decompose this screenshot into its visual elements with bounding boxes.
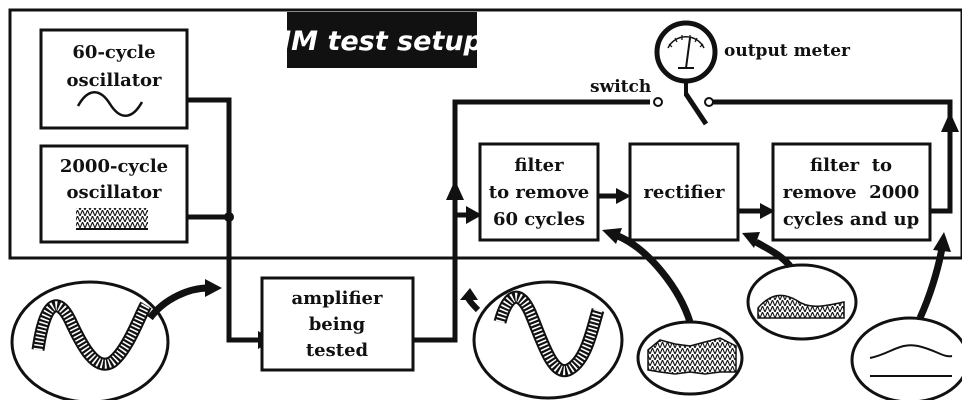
filter-2000-label-line2: remove 2000 xyxy=(783,182,920,203)
arrow-up-filter-2000-output xyxy=(941,112,959,132)
diagram-title: IM test setup xyxy=(281,26,483,57)
arrow-into-filter-2000 xyxy=(760,203,775,219)
title-banner: IM test setup xyxy=(281,12,483,68)
oscillator-2000-label-line1: 2000-cycle xyxy=(60,156,168,177)
filter-60-label-line1: filter xyxy=(514,155,564,176)
oscillator-60-label-line1: 60-cycle xyxy=(72,42,155,63)
arrow-head-scope-2 xyxy=(460,288,478,300)
waveform-scope-amplifier-output xyxy=(472,280,624,400)
oscillator-60-block: 60-cycle oscillator xyxy=(39,28,189,130)
waveform-scope-after-rectifier xyxy=(746,263,858,341)
filter-60-label-line2: to remove xyxy=(489,182,590,203)
high-frequency-wave-icon xyxy=(76,208,148,230)
switch-contact-right xyxy=(704,97,714,107)
arrow-head-scope-4 xyxy=(742,232,760,248)
arrow-head-scope-3 xyxy=(602,228,622,244)
arrow-into-rectifier xyxy=(616,188,631,204)
arrow-scope-to-amplifier-input xyxy=(147,284,209,321)
output-meter-label: output meter xyxy=(724,41,851,61)
amplifier-label-line1: amplifier xyxy=(292,288,384,309)
arrow-scope-3-to-filter-60 xyxy=(616,232,694,324)
test-setup-frame xyxy=(8,8,962,260)
arrow-head-scope-1 xyxy=(205,279,222,297)
rectifier-block: rectifier xyxy=(628,142,740,242)
switch-contact-left xyxy=(653,97,663,107)
waveform-scope-after-filter-2000 xyxy=(850,316,962,400)
output-meter xyxy=(654,20,718,96)
arrow-scope-5-to-filter-2000 xyxy=(916,247,946,320)
switch-label: switch xyxy=(590,77,651,97)
oscillator-2000-block: 2000-cycle oscillator xyxy=(39,144,189,244)
filter-60-label-line3: 60 cycles xyxy=(493,209,585,230)
oscillator-60-label-line2: oscillator xyxy=(66,70,162,91)
arrow-up-amplifier-output xyxy=(446,180,464,200)
amplifier-label-line3: tested xyxy=(306,340,369,361)
amplifier-block: amplifier being tested xyxy=(260,276,415,372)
arrow-into-filter-60 xyxy=(466,206,482,224)
arrow-head-scope-5 xyxy=(933,232,951,252)
waveform-scope-amplifier-input xyxy=(10,280,170,400)
waveform-scope-after-filter-60 xyxy=(636,320,744,396)
amplifier-label-line2: being xyxy=(309,314,366,335)
filter-60-block: filter to remove 60 cycles xyxy=(478,142,600,242)
filter-2000-label-line3: cycles and up xyxy=(783,209,919,230)
filter-2000-block: filter to remove 2000 cycles and up xyxy=(771,142,932,242)
filter-2000-label-line1: filter to xyxy=(810,155,892,176)
arrow-scope-4-to-rectifier xyxy=(754,238,793,269)
sine-wave-icon xyxy=(76,91,144,117)
junction-dot xyxy=(224,212,234,222)
switch-lever xyxy=(683,92,709,126)
oscillator-2000-label-line2: oscillator xyxy=(66,182,162,203)
rectifier-label: rectifier xyxy=(643,182,725,203)
